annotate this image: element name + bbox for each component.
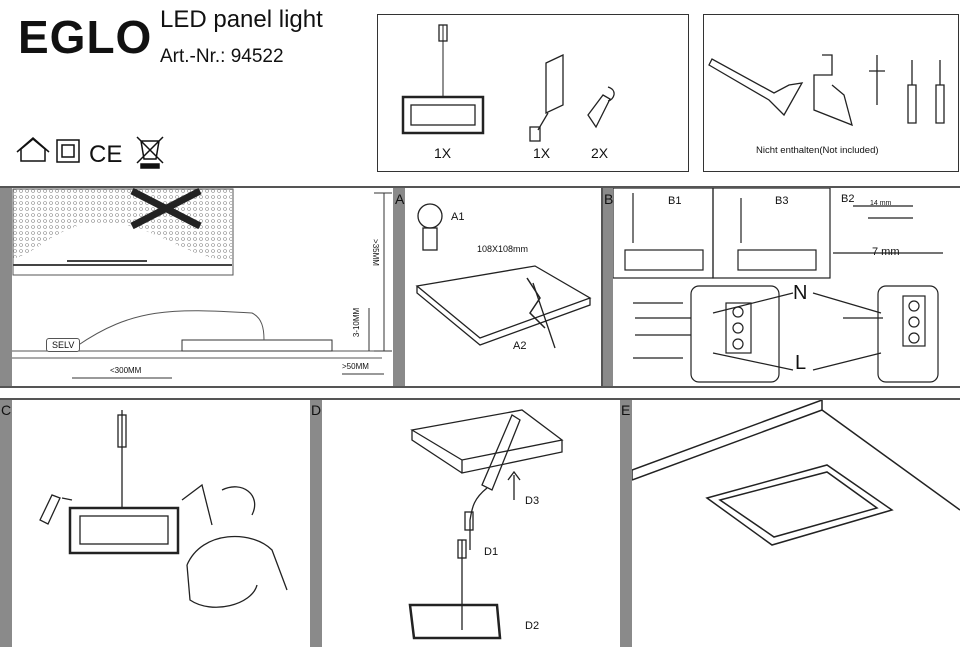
distance-50-label: >50MM [342,362,369,371]
panel-a-letter: A [395,191,405,207]
mounting-drawing [408,409,564,640]
panel-b-wiring: B1 B3 B2 14 mm 7 mm N L [613,188,960,386]
strip-7mm-label: 7 mm [872,246,900,258]
a1-label: A1 [451,211,465,223]
drill-icon [813,54,853,127]
tools-box: Nicht enthalten(Not included) [703,14,959,172]
ce-mark-icon: CE [89,141,122,168]
clip-qty: 2X [591,145,609,161]
b3-label: B3 [775,195,789,207]
neutral-label: N [793,282,808,304]
protection-class-2-icon [56,139,80,163]
clip-insertion-drawing [39,410,288,608]
b1-label: B1 [668,195,682,207]
weee-bin-icon [136,136,164,169]
panel-c-clips [12,400,310,647]
d3-label: D3 [525,495,540,507]
product-title: LED panel light [160,6,323,33]
indoor-house-icon [16,137,50,162]
screwdriver-flat-icon [907,60,917,124]
panel-d-letter: D [311,402,322,418]
panel-a-cutout: A1 108X108mm A2 [405,188,603,386]
not-allowed-x-icon [130,188,202,230]
saw-icon [708,58,804,117]
panel-e-letter: E [621,402,631,418]
installation-clearance-panel: SELV <300MM >50MM >35MM 3-10MM [12,188,393,386]
screwdriver-cross-icon [935,60,945,124]
a2-label: A2 [513,340,527,352]
cutout-size-label: 108X108mm [477,244,529,254]
panel-c-letter: C [1,402,12,418]
clearance-drawing [12,188,392,379]
strip-14mm-label: 14 mm [870,200,892,207]
package-contents-box: 1X 1X 2X [377,14,689,172]
contents-drawing [401,24,615,142]
anchor-icon [869,55,885,105]
d1-label: D1 [484,546,499,558]
panel-qty: 1X [434,145,452,161]
not-included-note: Nicht enthalten(Not included) [756,145,879,156]
finished-ceiling-drawing [632,400,960,546]
height-35-label: >35MM [370,239,380,266]
article-number: Art.-Nr.: 94522 [160,46,284,67]
b2-label: B2 [841,193,855,205]
compliance-icons: CE [16,136,164,169]
cutout-drawing [415,203,592,349]
wiring-drawing [613,188,943,383]
thickness-label: 3-10MM [352,307,362,338]
brand-logo: EGLO [18,11,153,63]
tools-drawing [708,54,945,127]
panel-d-mounting: D3 D1 D2 [322,400,620,647]
driver-qty: 1X [533,145,551,161]
d2-label: D2 [525,620,540,632]
panel-e-finished [632,400,960,647]
distance-300-label: <300MM [110,366,142,375]
live-label: L [795,352,807,374]
panel-b-letter: B [604,191,614,207]
selv-driver-label: SELV [46,338,81,352]
